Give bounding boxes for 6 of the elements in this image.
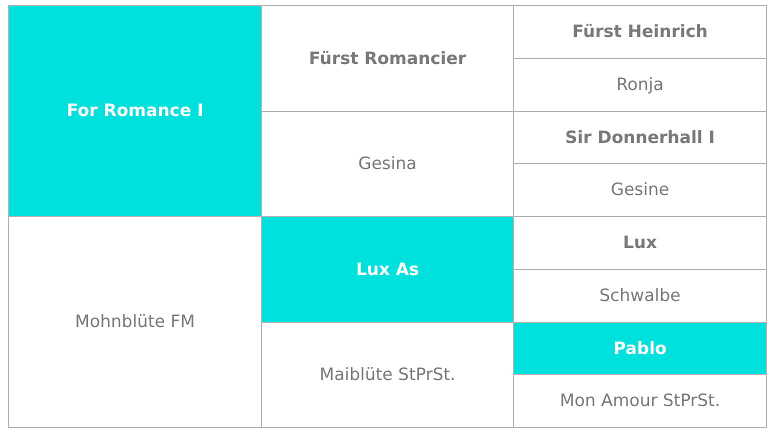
pedigree-cell: Fürst Heinrich xyxy=(513,5,767,59)
pedigree-cell: Mon Amour StPrSt. xyxy=(513,374,767,428)
pedigree-cell: For Romance I xyxy=(8,5,262,217)
pedigree-cell: Pablo xyxy=(513,322,767,375)
pedigree-cell: Lux As xyxy=(261,216,514,323)
pedigree-cell: Mohnblüte FM xyxy=(8,216,262,428)
